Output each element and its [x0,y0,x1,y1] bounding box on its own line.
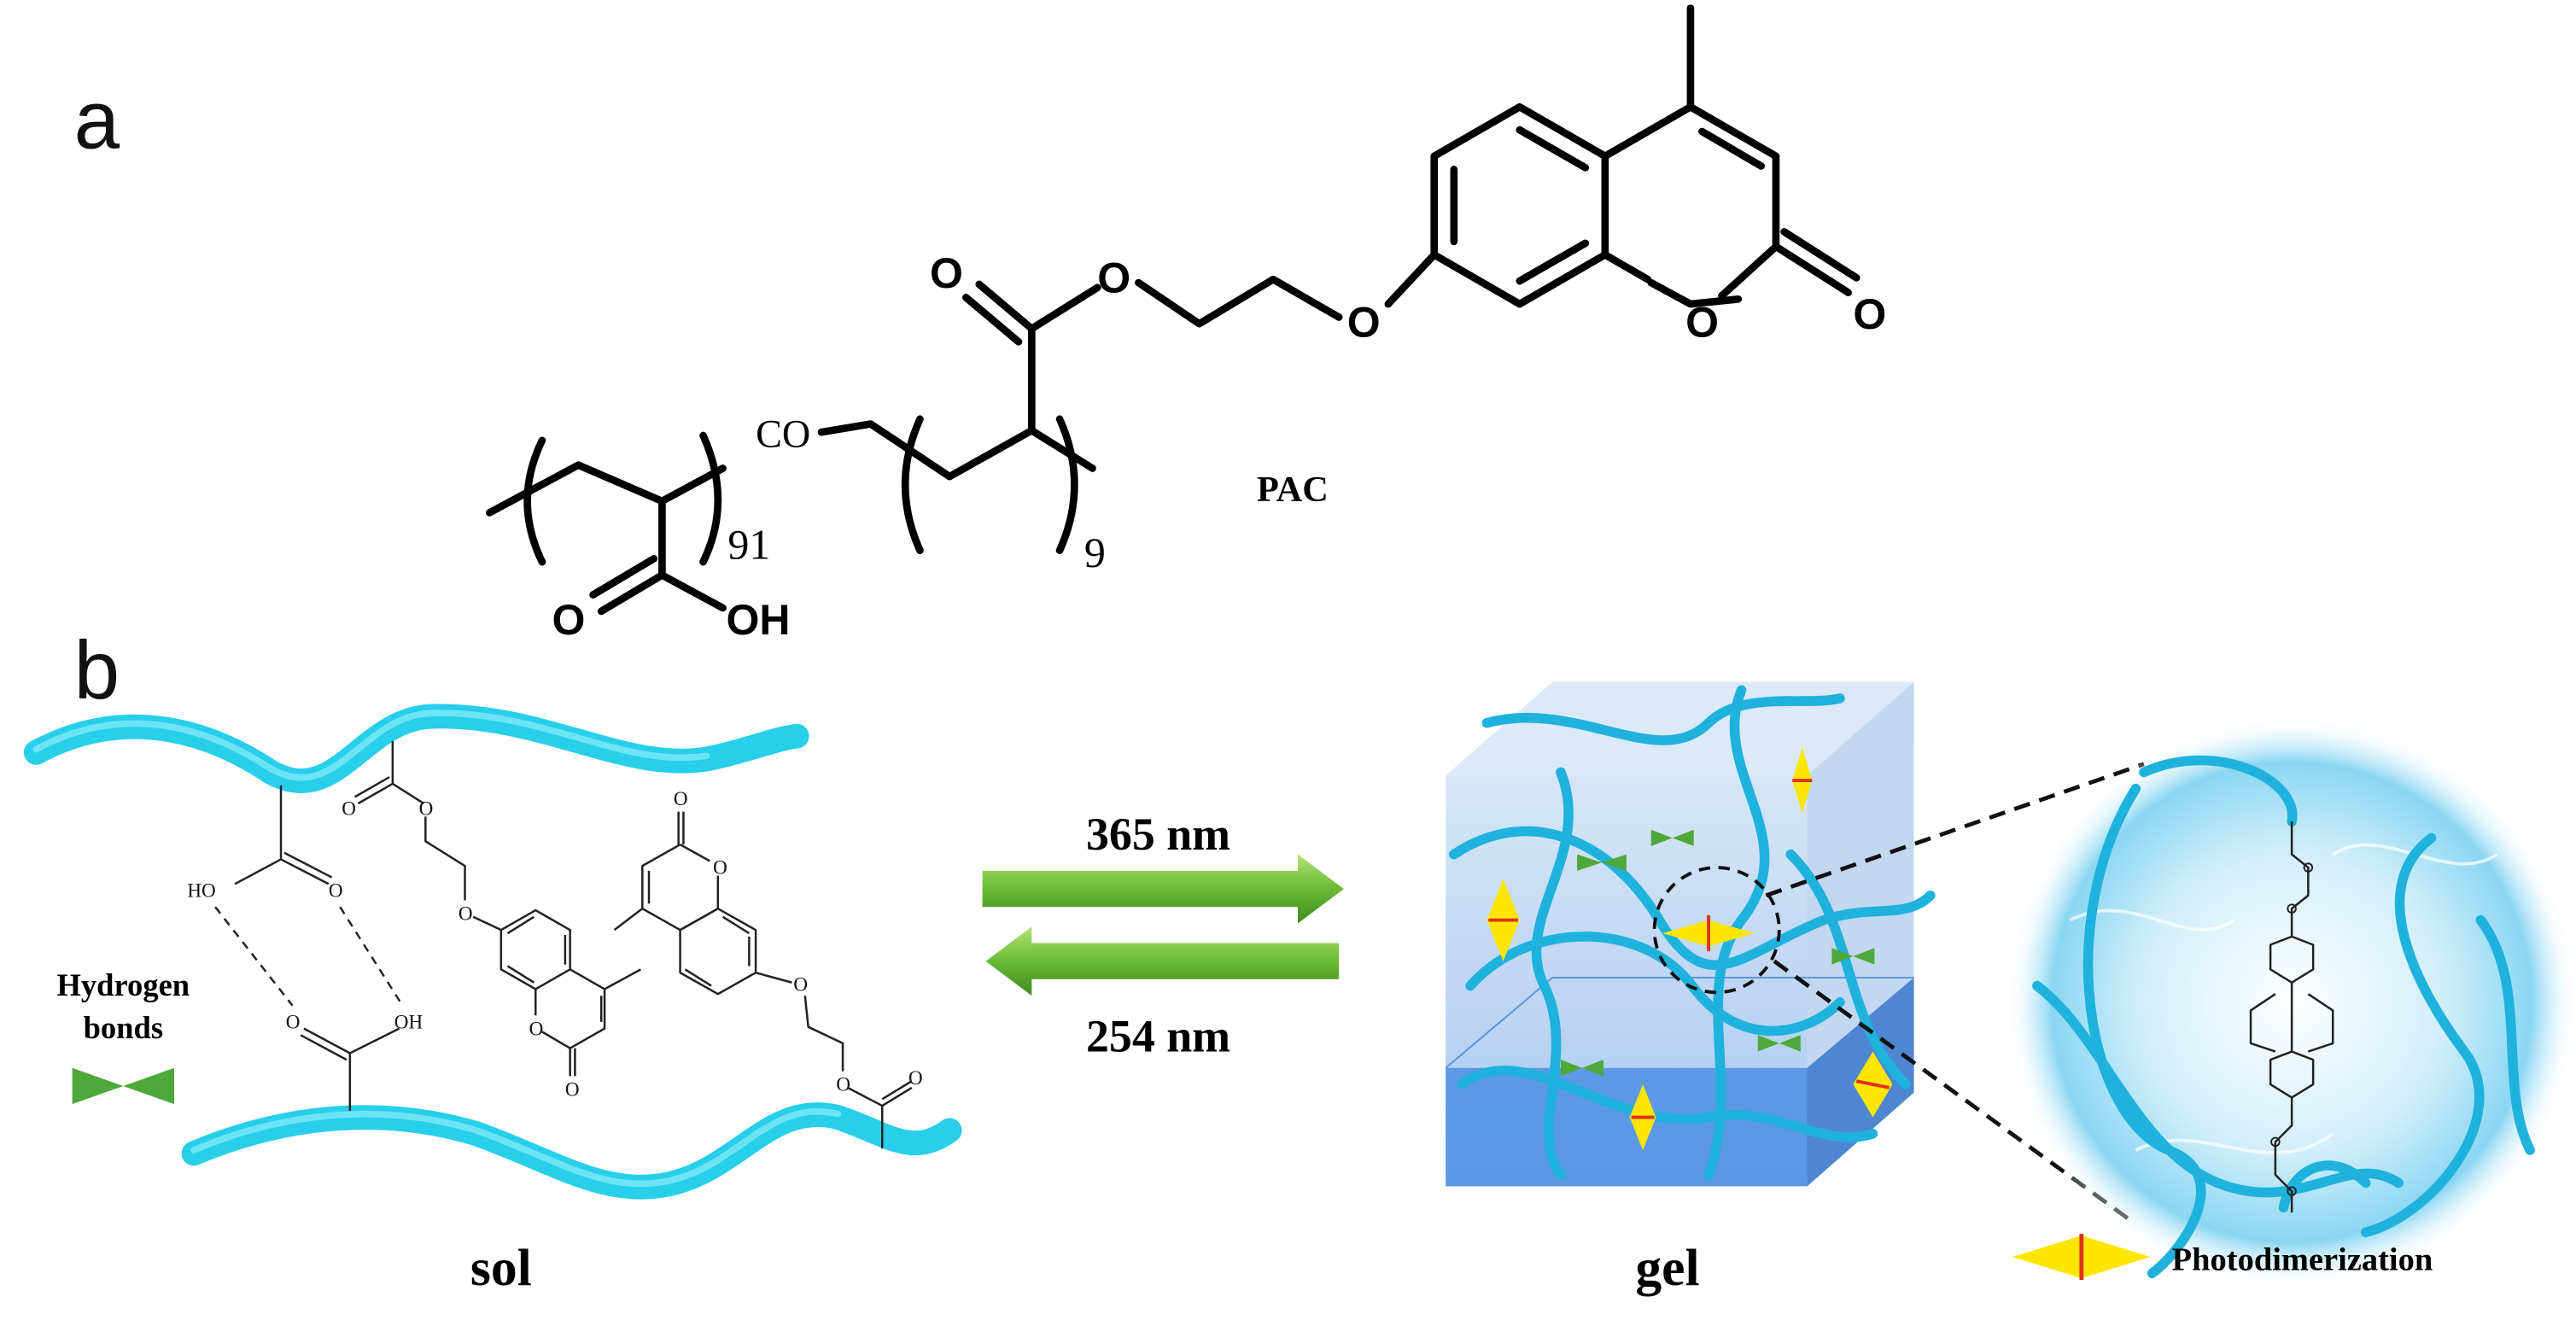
atom-o: O [529,1017,544,1039]
atom-o: O [459,902,473,925]
atom-acid-carbonyl-o: O [552,596,586,644]
atom-lactone-carbonyl-o: O [1853,290,1886,338]
atom-o: O [836,1073,850,1095]
atom-ether-o: O [1347,299,1381,347]
photodimerization-legend: Photodimerization [2012,1234,2433,1281]
legend-hydrogen-bonds-line2: bonds [84,1010,163,1045]
atom-o: O [565,1078,580,1101]
repeat-count-91: 91 [727,520,770,568]
atom-o: O [419,797,434,819]
atom-o: O [674,787,688,809]
reversible-photoreaction-arrows: 365 nm 254 nm [982,809,1344,1062]
panel-label-b: b [74,625,120,716]
forward-wavelength-label: 365 nm [1086,809,1230,860]
pac-structure: 91 O OH CO 9 O O O O O PAC [486,4,1886,644]
atom-o: O [713,856,727,879]
reverse-arrow-icon [985,926,1340,996]
atom-ester-carbonyl-o: O [930,249,963,297]
hydrogen-bond-icon [72,1067,174,1105]
atom-ho: HO [187,879,215,902]
repeat-count-9: 9 [1084,529,1106,576]
sol-label: sol [470,1239,532,1297]
legend-hydrogen-bonds-line1: Hydrogen [56,967,190,1002]
polymer-strand-bottom [181,1102,962,1200]
gel-network-cube: gel [1445,681,1936,1297]
gel-water-layer [1446,1067,1808,1187]
forward-arrow-icon [982,854,1344,924]
zoom-region-circle [1652,866,1781,995]
reverse-wavelength-label: 254 nm [1086,1011,1230,1062]
gel-label: gel [1635,1239,1699,1297]
legend-photodimerization: Photodimerization [2172,1241,2433,1277]
magnified-photodimer-view [2009,719,2575,1285]
panel-label-a: a [74,74,120,166]
atom-o: O [329,879,343,902]
atom-o: O [286,1011,301,1033]
atom-o: O [342,797,356,819]
atom-o: O [908,1066,923,1089]
linker-co: CO [756,412,810,455]
atom-acid-oh: OH [726,596,790,644]
atom-o: O [793,973,808,995]
atom-ring-o: O [1685,299,1719,347]
compound-name-pac: PAC [1257,470,1329,510]
atom-ester-o: O [1097,254,1130,302]
sol-schematic: HO O O OH O O O O O O O O O O Hydrogen b… [23,704,962,1297]
